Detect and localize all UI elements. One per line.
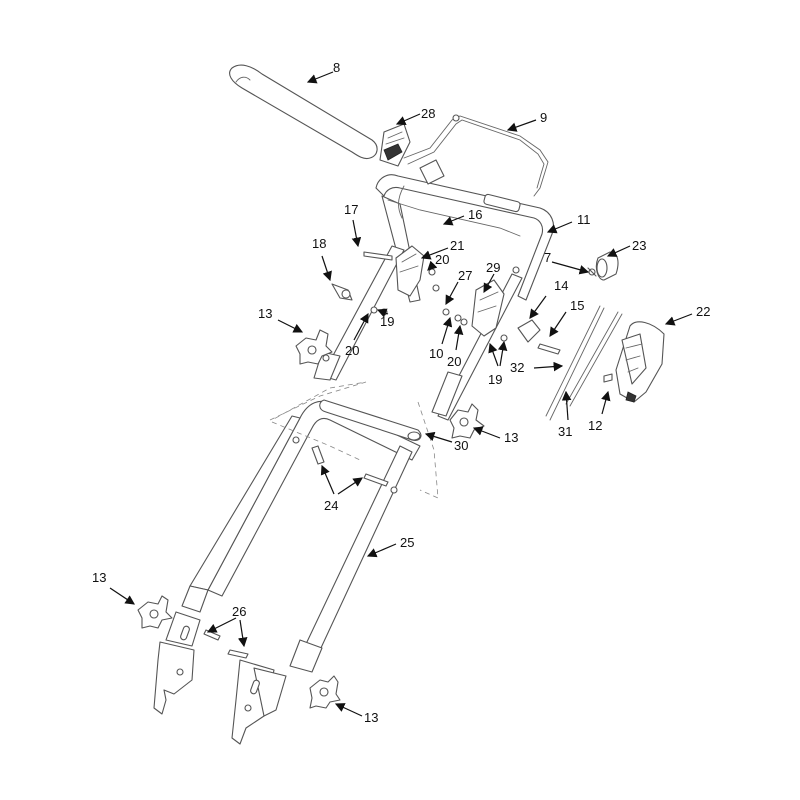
assembly-lines	[269, 381, 439, 499]
callout-13-upper: 13	[258, 306, 272, 321]
callout-15: 15	[570, 298, 584, 313]
callout-22: 22	[696, 304, 710, 319]
bolts-24	[311, 445, 389, 487]
upper-handle-right-tube	[431, 273, 523, 421]
upper-handle-left-tube	[313, 245, 405, 381]
callout-12: 12	[588, 418, 602, 433]
bolt-17	[363, 251, 393, 261]
end-cap	[595, 251, 619, 281]
control-block	[379, 123, 411, 167]
clamp-14	[517, 319, 541, 343]
callout-17: 17	[344, 202, 358, 217]
callout-20-top: 20	[435, 252, 449, 267]
callout-11: 11	[577, 212, 591, 227]
callout-27: 27	[458, 268, 472, 283]
callout-23: 23	[632, 238, 646, 253]
callout-7: 7	[544, 250, 551, 265]
callout-13-lower-right: 13	[364, 710, 378, 725]
callout-32: 32	[510, 360, 524, 375]
callout-25: 25	[400, 535, 414, 550]
catcher-cover	[615, 321, 665, 403]
bolts-26	[203, 629, 249, 659]
lower-handle	[153, 399, 422, 745]
callout-24: 24	[324, 498, 338, 513]
callout-14: 14	[554, 278, 568, 293]
bail-lever	[403, 114, 549, 197]
cable-end	[331, 283, 353, 301]
callout-30: 30	[454, 438, 468, 453]
knob-mid	[449, 403, 485, 439]
callout-13-lower-left: 13	[92, 570, 106, 585]
callout-19-left: 19	[380, 314, 394, 329]
callout-29: 29	[486, 260, 500, 275]
callout-26: 26	[232, 604, 246, 619]
callout-9: 9	[540, 110, 547, 125]
callout-31: 31	[558, 424, 572, 439]
callout-19-right: 19	[488, 372, 502, 387]
callout-20-mid: 20	[447, 354, 461, 369]
callout-10: 10	[429, 346, 443, 361]
callout-18: 18	[312, 236, 326, 251]
cables	[545, 305, 623, 421]
callout-16: 16	[468, 207, 482, 222]
knob-lower-left	[137, 595, 173, 629]
callout-13-mid: 13	[504, 430, 518, 445]
callout-28: 28	[421, 106, 435, 121]
bolt-15	[537, 343, 561, 355]
knob-lower-right	[309, 675, 341, 709]
callout-20-left: 20	[345, 343, 359, 358]
callout-8: 8	[333, 60, 340, 75]
mount-bracket	[395, 245, 425, 297]
cable-bracket	[471, 279, 505, 337]
callouts: 8 28 9 17 16 11 18 21 20 23 27 29 7 14 2…	[92, 60, 710, 725]
foam-grip	[229, 64, 378, 160]
callout-21: 21	[450, 238, 464, 253]
clip-12	[603, 373, 613, 383]
knob-upper-left	[295, 329, 333, 365]
